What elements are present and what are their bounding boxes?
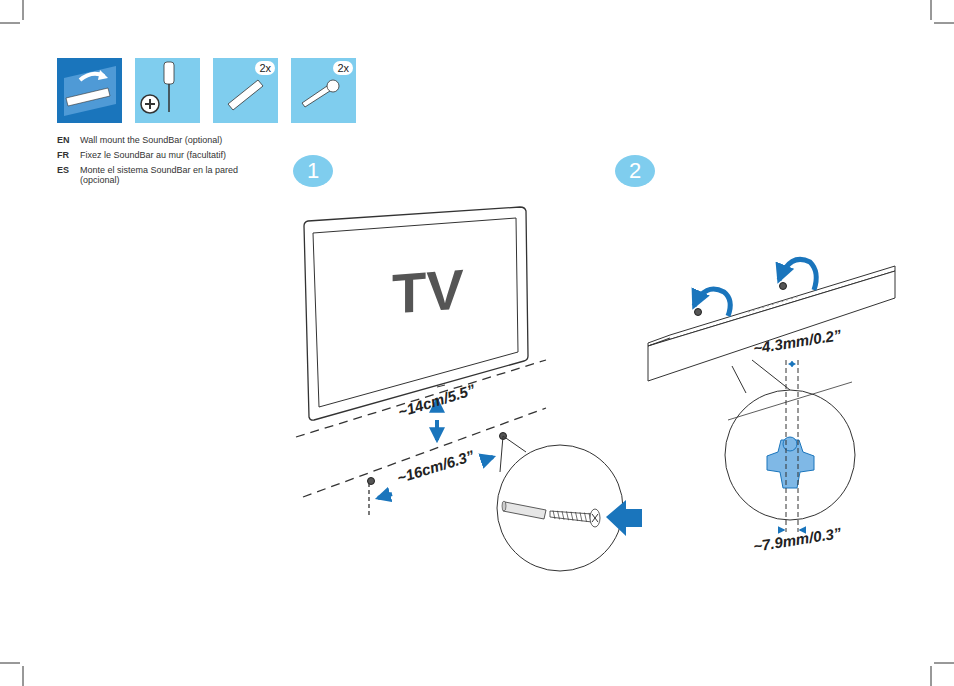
magnifier-plug-screw (497, 445, 642, 571)
quantity-label: 2x (255, 61, 275, 75)
step-number-circle: 2 (615, 155, 655, 187)
step-number-circle: 1 (293, 155, 333, 187)
step-number: 2 (615, 155, 655, 187)
magnifier-keyhole (725, 360, 855, 532)
instruction-text: Fixez le SoundBar au mur (facultatif) (80, 150, 226, 160)
soundbar (648, 259, 895, 393)
quantity-label: 2x (333, 61, 353, 75)
language-code: FR (57, 150, 69, 160)
dimension-label: ~4.3mm/0.2” (752, 326, 842, 357)
step-number: 1 (293, 155, 333, 187)
instruction-text: Monte el sistema SoundBar en la pared (o… (80, 165, 255, 186)
language-code: EN (57, 135, 70, 145)
dimension-label: ~7.9mm/0.3” (752, 524, 842, 555)
instruction-text: Wall mount the SoundBar (optional) (80, 135, 222, 145)
icon-tiles (57, 58, 356, 123)
tv-outline: TV (300, 204, 532, 426)
dimension-arrows (378, 400, 493, 498)
quantity-tile: 2x (213, 58, 278, 123)
tv-label: TV (392, 261, 464, 322)
dimension-label: ~16cm/6.3” (395, 447, 476, 487)
quantity-tile: 2x (291, 58, 356, 123)
language-code: ES (57, 165, 69, 175)
